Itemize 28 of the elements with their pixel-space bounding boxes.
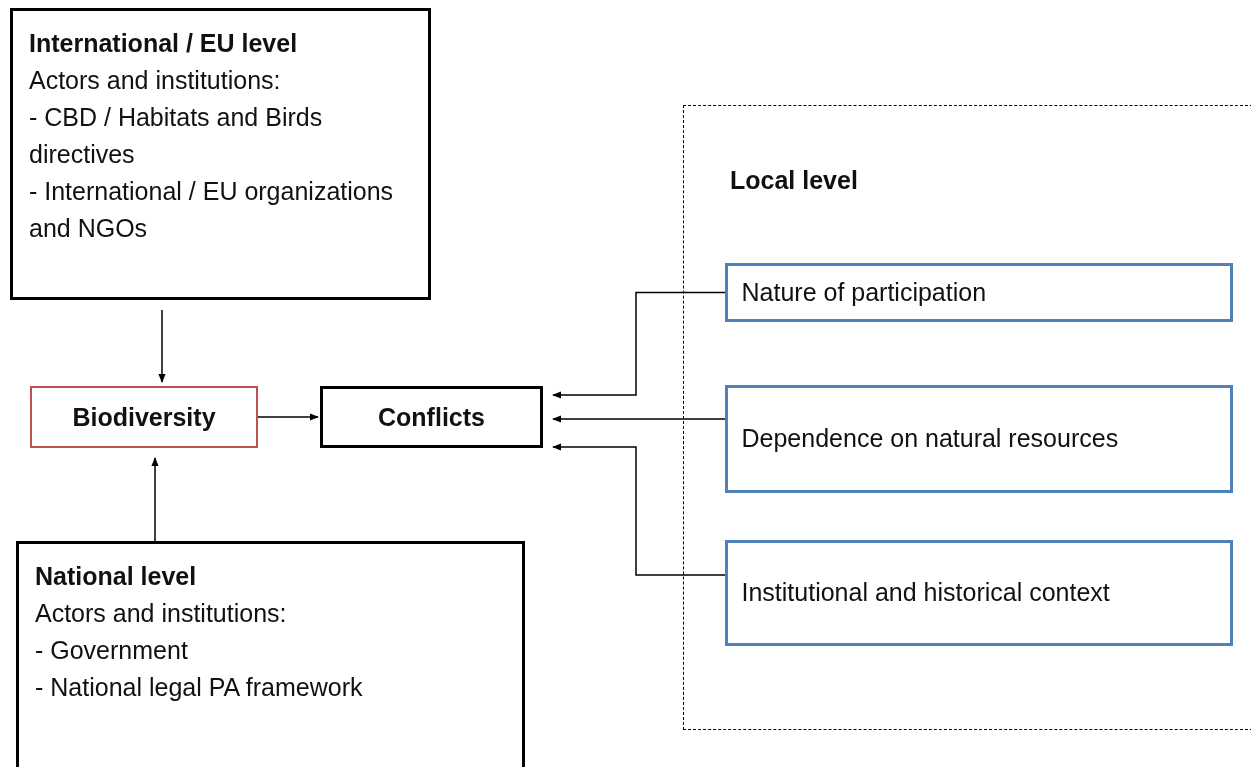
arrow — [552, 443, 726, 576]
arrow — [151, 457, 159, 542]
arrow — [158, 309, 166, 383]
label-text: Institutional and historical context — [741, 577, 1111, 608]
level-box — [16, 541, 525, 767]
heading: National level — [35, 561, 198, 592]
dashed-group-box — [683, 105, 1251, 730]
list-text: - National legal PA framework — [35, 672, 364, 703]
concept-box — [320, 386, 543, 448]
level-box — [10, 8, 431, 300]
list-text: Actors and institutions: — [35, 598, 288, 629]
label-text: Nature of participation — [741, 276, 988, 308]
arrow — [552, 291, 726, 399]
heading: International / EU level — [29, 28, 299, 59]
arrow — [552, 415, 726, 423]
factor-box — [724, 262, 1233, 322]
list-text: Actors and institutions: — [29, 65, 282, 96]
factor-box — [724, 384, 1233, 493]
list-text: - International / EU organizations and NGOs — [29, 176, 395, 244]
factor-box — [724, 539, 1233, 646]
concept-box — [30, 386, 258, 448]
list-text: - Government — [35, 635, 189, 666]
arrow — [257, 413, 319, 421]
heading: Local level — [730, 165, 859, 196]
label-text: Biodiversity — [72, 401, 216, 433]
list-text: - CBD / Habitats and Birds directives — [29, 102, 324, 170]
label-text: Dependence on natural resources — [741, 423, 1120, 454]
label-text: Conflicts — [378, 401, 485, 433]
